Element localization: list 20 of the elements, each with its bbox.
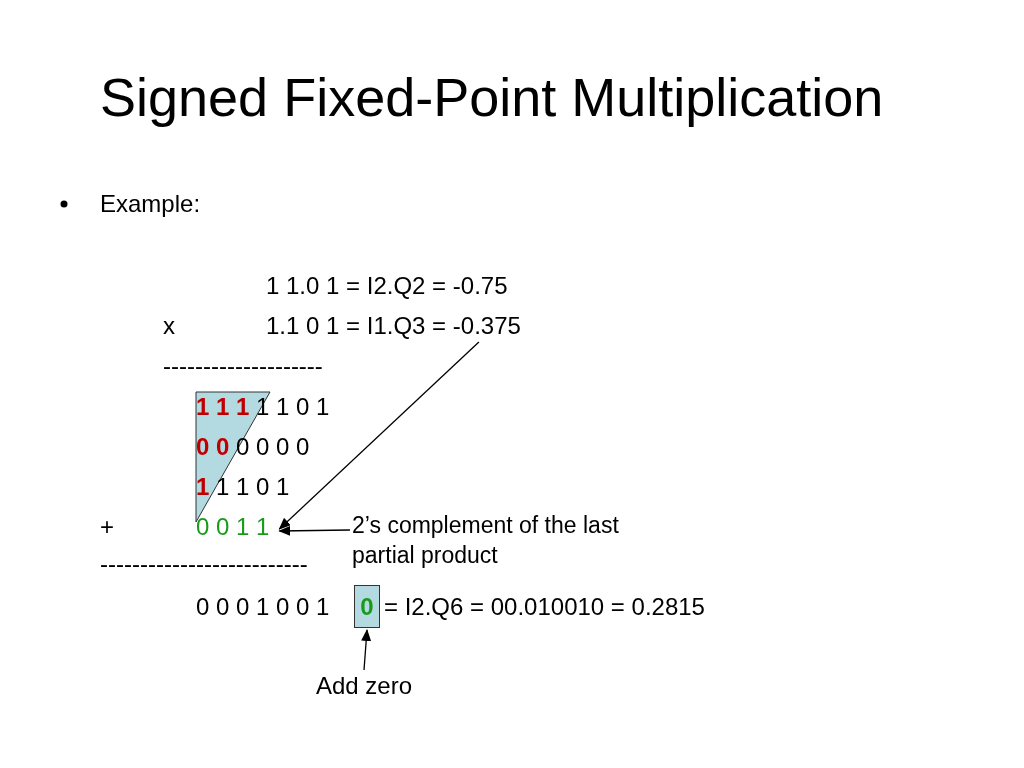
complement-row: 0 0 1 1 <box>196 513 270 541</box>
arrow <box>278 525 351 536</box>
multiplier-line: 1.1 0 1 = I1.Q3 = -0.375 <box>266 312 521 340</box>
arrow <box>278 341 480 530</box>
arrow <box>361 629 372 671</box>
dash-rule: -------------------- <box>163 352 323 380</box>
partial-product: 1 1 1 1 1 0 1 <box>196 393 330 421</box>
plus-sign: + <box>100 513 114 541</box>
example-heading: Example: <box>100 190 201 218</box>
slide-title: Signed Fixed-Point Multiplication <box>100 66 884 128</box>
annotation-text: 2’s complement of the last partial product <box>352 510 662 570</box>
dash-rule: -------------------------- <box>100 550 308 578</box>
multiplicand-line: 1 1.0 1 = I2.Q2 = -0.75 <box>266 272 508 300</box>
partial-product: 1 1 1 0 1 <box>196 473 290 501</box>
partial-product: 0 0 0 0 0 0 <box>196 433 310 461</box>
multiply-sign: x <box>163 312 175 340</box>
result-bits: 0 0 0 1 0 0 1 <box>196 593 330 621</box>
added-zero-box: 0 <box>354 585 380 628</box>
result-equation: = I2.Q6 = 00.010010 = 0.2815 <box>384 593 705 621</box>
annotation-text: Add zero <box>316 672 413 700</box>
